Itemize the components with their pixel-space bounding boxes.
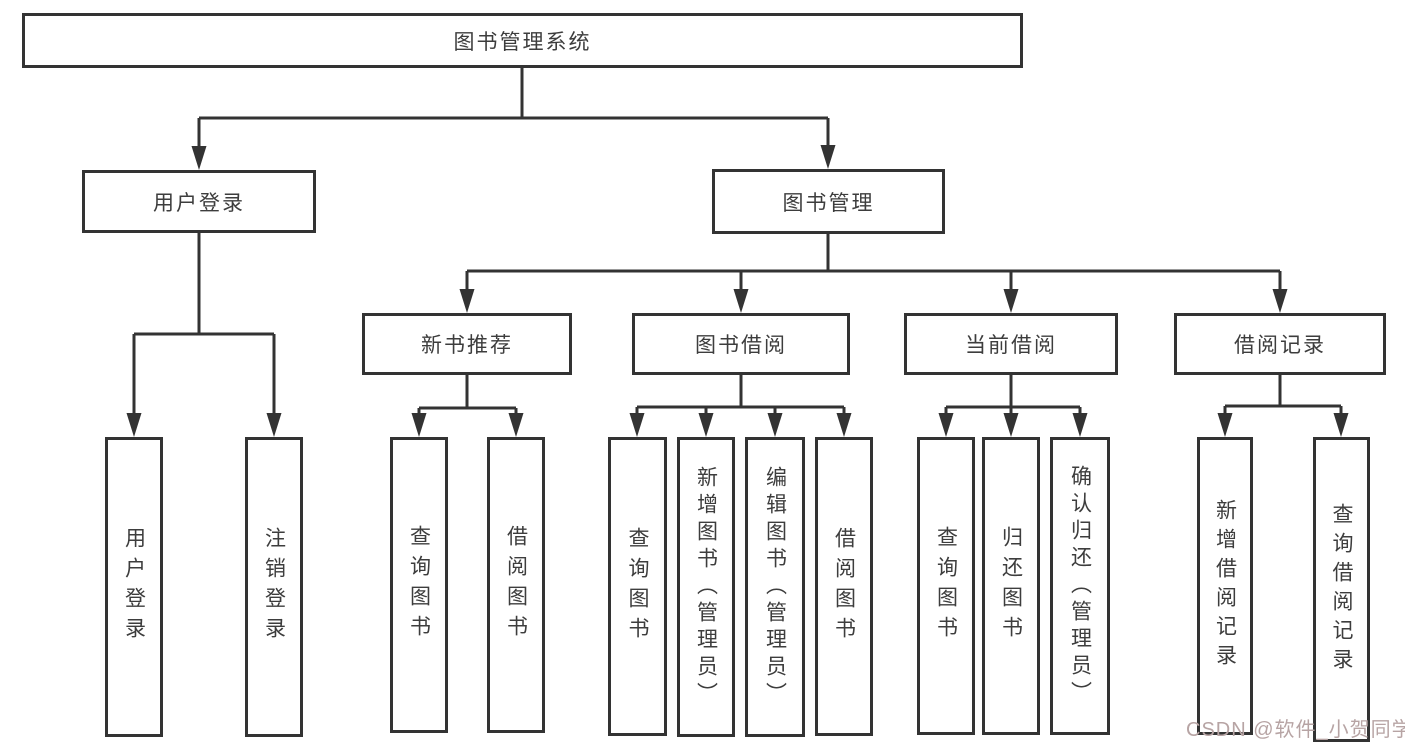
node-label-book-mgmt: 图书管理 [782, 191, 875, 215]
arrowhead [698, 413, 714, 437]
arrowhead [767, 413, 783, 437]
connector-root-to-level1 [197, 68, 830, 154]
node-box-leaf-bb-add: 新增图书（管理员） [677, 437, 735, 737]
arrowhead [508, 413, 524, 437]
node-box-new-book-rec: 新书推荐 [362, 313, 572, 375]
node-label-leaf-cb-query: 查询图书 [934, 526, 958, 646]
arrowhead [733, 289, 749, 313]
node-label-leaf-bb-borrow: 借阅图书 [832, 526, 856, 647]
connector-newbookrec-to-leaves [417, 375, 518, 421]
arrowhead [1272, 289, 1288, 313]
arrowhead [1072, 413, 1088, 437]
node-box-leaf-nb-borrow: 借阅图书 [487, 437, 545, 733]
watermark-text: CSDN @软件_小贺同学 [1186, 719, 1405, 741]
node-box-leaf-bb-edit: 编辑图书（管理员） [745, 437, 805, 737]
connector-userlogin-to-leaves [132, 233, 276, 421]
node-box-leaf-logout: 注销登录 [245, 437, 303, 737]
arrowhead [938, 413, 954, 437]
node-label-leaf-bb-query: 查询图书 [626, 526, 649, 647]
node-label-leaf-br-add: 新增借阅记录 [1213, 499, 1237, 673]
node-label-leaf-bb-edit: 编辑图书（管理员） [763, 465, 787, 709]
node-box-borrow-record: 借阅记录 [1174, 313, 1386, 375]
node-label-root: 图书管理系统 [453, 30, 592, 54]
node-box-leaf-cb-confirm: 确认归还（管理员） [1050, 437, 1110, 735]
node-box-root: 图书管理系统 [22, 13, 1023, 68]
node-label-leaf-logout: 注销登录 [262, 527, 286, 647]
arrowhead [191, 146, 207, 170]
node-box-leaf-bb-query: 查询图书 [608, 437, 667, 736]
node-box-user-login: 用户登录 [82, 170, 316, 233]
node-box-leaf-cb-return: 归还图书 [982, 437, 1040, 735]
node-box-leaf-br-add: 新增借阅记录 [1197, 437, 1253, 735]
connector-bookborrow-to-leaves [635, 375, 846, 421]
arrowhead [459, 289, 475, 313]
node-box-leaf-user-login: 用户登录 [105, 437, 163, 737]
node-label-user-login: 用户登录 [153, 191, 245, 215]
arrowhead [126, 413, 142, 437]
arrowhead [629, 413, 645, 437]
node-label-leaf-cb-confirm: 确认归还（管理员） [1068, 464, 1092, 708]
node-label-leaf-nb-query: 查询图书 [407, 525, 431, 645]
node-box-leaf-nb-query: 查询图书 [390, 437, 448, 733]
node-label-book-borrow: 图书借阅 [695, 334, 787, 357]
node-label-borrow-record: 借阅记录 [1234, 334, 1326, 357]
arrowhead [266, 413, 282, 437]
node-label-leaf-br-query: 查询借阅记录 [1330, 502, 1353, 677]
node-box-leaf-br-query: 查询借阅记录 [1313, 437, 1370, 742]
arrowhead [1217, 413, 1233, 437]
node-box-book-borrow: 图书借阅 [632, 313, 850, 375]
node-box-leaf-bb-borrow: 借阅图书 [815, 437, 873, 736]
node-box-leaf-cb-query: 查询图书 [917, 437, 975, 735]
node-label-leaf-cb-return: 归还图书 [999, 526, 1023, 646]
connector-bookmgmt-to-level2 [465, 234, 1282, 297]
node-label-leaf-bb-add: 新增图书（管理员） [694, 465, 718, 709]
node-label-current-borrow: 当前借阅 [965, 334, 1057, 357]
connector-borrowrecord-to-leaves [1223, 375, 1343, 421]
node-box-current-borrow: 当前借阅 [904, 313, 1118, 375]
node-label-leaf-user-login: 用户登录 [122, 527, 146, 647]
arrowhead [1003, 289, 1019, 313]
node-box-book-mgmt: 图书管理 [712, 169, 945, 234]
arrowhead [411, 413, 427, 437]
arrowhead [836, 413, 852, 437]
node-label-new-book-rec: 新书推荐 [421, 334, 513, 357]
node-label-leaf-nb-borrow: 借阅图书 [504, 525, 528, 645]
arrowhead [1003, 413, 1019, 437]
arrowhead [820, 145, 836, 169]
arrowhead [1333, 413, 1349, 437]
